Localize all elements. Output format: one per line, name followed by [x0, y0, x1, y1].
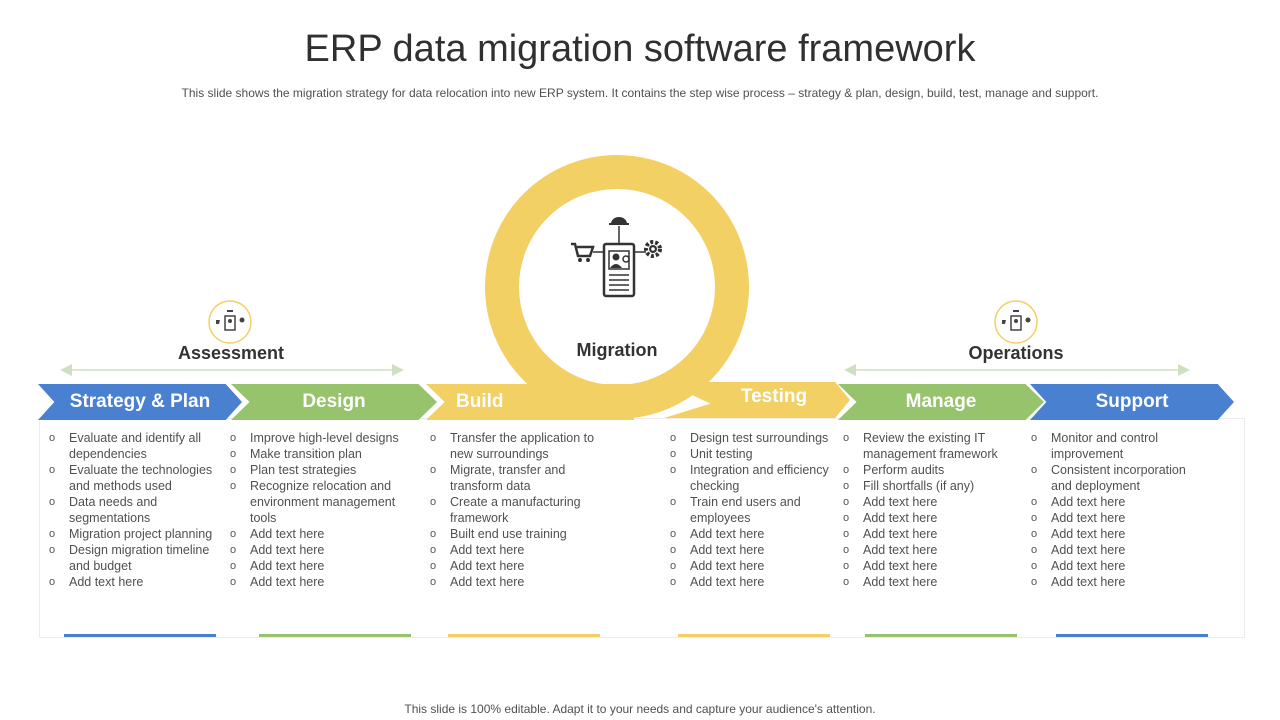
list-item: Add text here	[430, 574, 615, 590]
list-item: Add text here	[230, 526, 412, 542]
stage-label-strategy-plan: Strategy & Plan	[69, 391, 211, 412]
list-item: Evaluate the technologies and methods us…	[49, 462, 224, 494]
stage-label-manage: Manage	[905, 391, 977, 412]
underline-design	[259, 634, 411, 637]
stage-arrow-manage: Manage	[838, 384, 1044, 420]
list-item: Add text here	[430, 558, 615, 574]
list-item: Add text here	[1031, 558, 1199, 574]
underline-support	[1056, 634, 1208, 637]
list-item: Data needs and segmentations	[49, 494, 224, 526]
stage-arrow-design: Design	[231, 384, 437, 420]
stage-label-support: Support	[1095, 391, 1169, 412]
list-item: Create a manufacturing framework	[430, 494, 615, 526]
list-item: Add text here	[430, 542, 615, 558]
stage-items-strategy-plan: Evaluate and identify all dependencies E…	[49, 430, 224, 590]
list-item: Add text here	[843, 494, 1015, 510]
slide-subtitle: This slide shows the migration strategy …	[181, 86, 1099, 100]
list-item: Add text here	[843, 558, 1015, 574]
list-item: Unit testing	[670, 446, 842, 462]
operations-label: Operations	[968, 343, 1064, 363]
assessment-label: Assessment	[177, 343, 285, 363]
stage-label-testing: Testing	[740, 386, 808, 407]
list-item: Migration project planning	[49, 526, 224, 542]
stage-items-manage: Review the existing IT management framew…	[843, 430, 1015, 590]
list-item: Add text here	[230, 574, 412, 590]
stage-arrow-strategy-plan: Strategy & Plan	[38, 384, 242, 420]
list-item: Design test surroundings	[670, 430, 842, 446]
list-item: Add text here	[670, 574, 842, 590]
underline-build	[448, 634, 600, 637]
list-item: Add text here	[670, 558, 842, 574]
list-item: Built end use training	[430, 526, 615, 542]
list-item: Add text here	[843, 574, 1015, 590]
list-item: Improve high-level designs	[230, 430, 412, 446]
stage-label-design: Design	[302, 391, 366, 412]
list-item: Review the existing IT management framew…	[843, 430, 1015, 462]
migration-label: Migration	[576, 340, 658, 360]
list-item: Recognize relocation and environment man…	[230, 478, 412, 526]
underline-manage	[865, 634, 1017, 637]
list-item: Evaluate and identify all dependencies	[49, 430, 224, 462]
underline-testing	[678, 634, 830, 637]
operations-icon	[994, 300, 1038, 344]
list-item: Add text here	[230, 542, 412, 558]
list-item: Add text here	[843, 510, 1015, 526]
list-item: Add text here	[230, 558, 412, 574]
list-item: Add text here	[1031, 526, 1199, 542]
list-item: Add text here	[670, 526, 842, 542]
stage-items-design: Improve high-level designs Make transiti…	[230, 430, 412, 590]
list-item: Add text here	[1031, 542, 1199, 558]
slide-footer: This slide is 100% editable. Adapt it to…	[404, 702, 876, 716]
list-item: Monitor and control improvement	[1031, 430, 1199, 462]
list-item: Add text here	[49, 574, 224, 590]
list-item: Add text here	[670, 542, 842, 558]
list-item: Add text here	[1031, 574, 1199, 590]
list-item: Transfer the application to new surround…	[430, 430, 615, 462]
list-item: Train end users and employees	[670, 494, 842, 526]
list-item: Perform audits	[843, 462, 1015, 478]
list-item: Add text here	[1031, 510, 1199, 526]
list-item: Integration and efficiency checking	[670, 462, 842, 494]
list-item: Add text here	[843, 542, 1015, 558]
stage-arrow-build: Build	[426, 384, 634, 420]
stage-label-build: Build	[456, 391, 504, 412]
list-item: Add text here	[1031, 494, 1199, 510]
erp-document-icon	[571, 217, 662, 298]
list-item: Add text here	[843, 526, 1015, 542]
stage-items-build: Transfer the application to new surround…	[430, 430, 615, 590]
slide-title: ERP data migration software framework	[304, 28, 976, 70]
list-item: Fill shortfalls (if any)	[843, 478, 1015, 494]
list-item: Migrate, transfer and transform data	[430, 462, 615, 494]
stage-arrow-support: Support	[1030, 384, 1234, 420]
stage-items-support: Monitor and control improvement Consiste…	[1031, 430, 1199, 590]
underline-strategy-plan	[64, 634, 216, 637]
stage-items-testing: Design test surroundings Unit testing In…	[670, 430, 842, 590]
list-item: Plan test strategies	[230, 462, 412, 478]
list-item: Make transition plan	[230, 446, 412, 462]
list-item: Consistent incorporation and deployment	[1031, 462, 1199, 494]
assessment-icon	[208, 300, 252, 344]
list-item: Design migration timeline and budget	[49, 542, 224, 574]
